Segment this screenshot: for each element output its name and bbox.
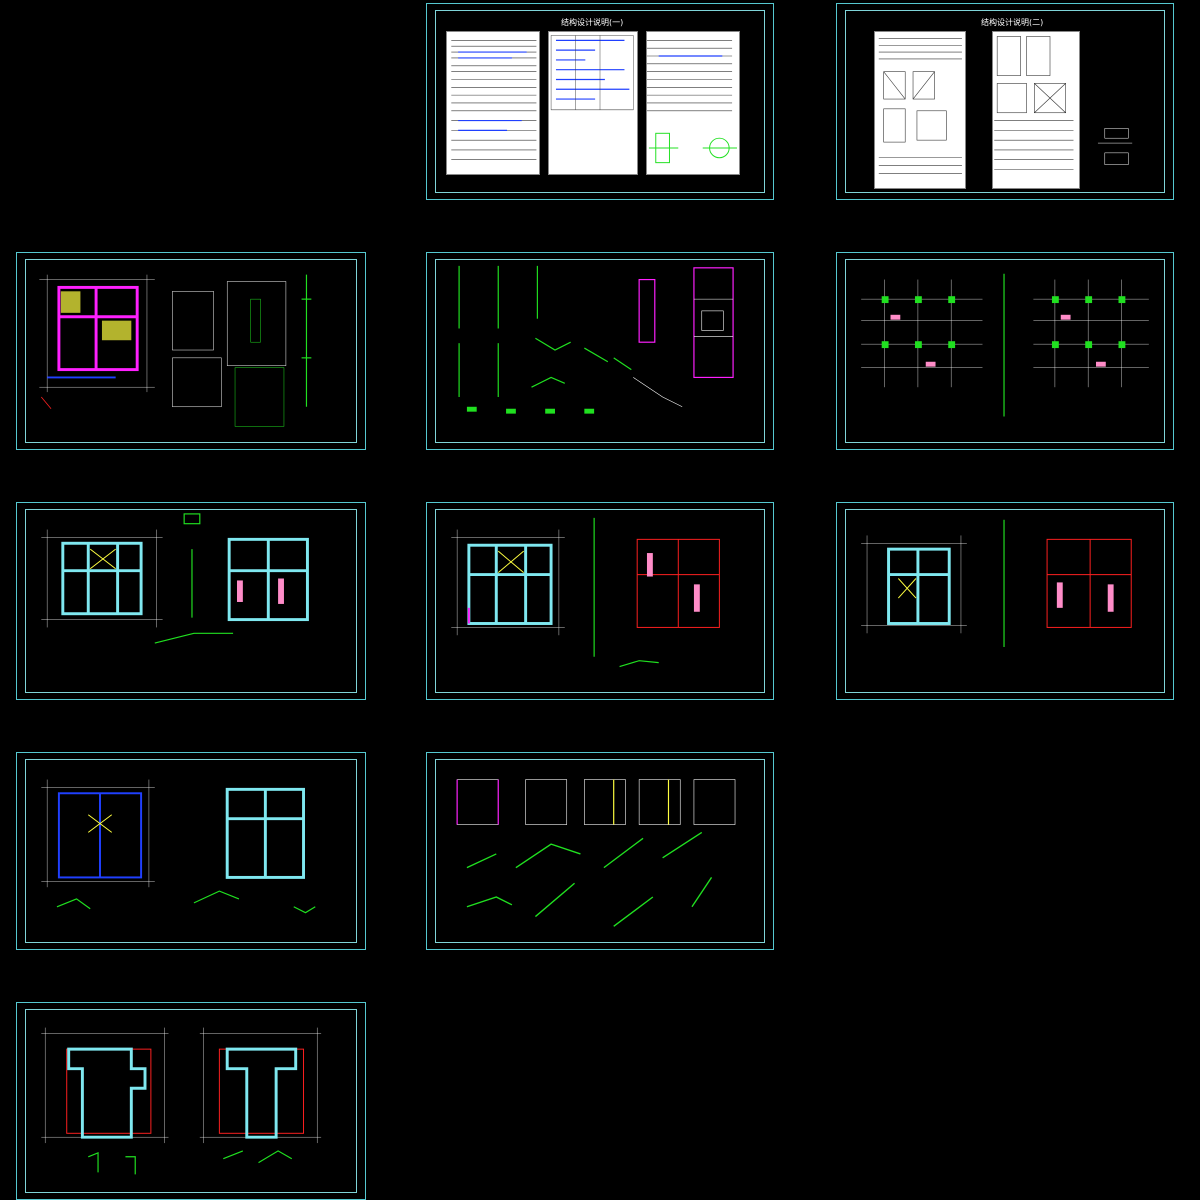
sheet-frame [25,1009,357,1193]
beams-right [636,538,720,628]
foundation-fill [60,291,132,341]
floor-drawing [41,513,309,644]
notes-column [874,31,966,189]
sheet-frame [845,259,1165,443]
sheet-title: 结构设计说明(一) [561,18,624,27]
sheet-floor-1[interactable] [16,502,366,700]
sheet-notes-1[interactable]: 结构设计说明(一) [426,3,774,200]
sheet-stairs[interactable] [426,752,774,950]
sheet-frame [435,759,765,943]
notes-column [548,31,638,175]
sheet-title: 结构设计说明(二) [981,18,1044,27]
sheet-column-layout[interactable] [836,252,1174,450]
stairs-drawing [456,779,736,927]
grid-lines [861,279,1149,388]
detail-sketches [883,36,1066,143]
sheet-floor-2[interactable] [426,502,774,700]
notes-table [550,35,634,111]
beams [61,541,143,616]
sheet-frame [435,509,765,693]
sheet-foundation[interactable] [16,252,366,450]
side-detail [1097,128,1133,165]
sheet-frame [435,259,765,443]
roof-drawing [41,779,316,914]
sheet-frame [845,509,1165,693]
beams-right [227,537,309,622]
notes-highlight [458,39,723,131]
notes-drawing [878,36,1133,174]
sheet-notes-2[interactable]: 结构设计说明(二) [836,3,1174,200]
notes-column [992,31,1080,189]
sheet-frame [25,259,357,443]
columns [881,296,1126,349]
details-drawing [458,265,734,414]
sheet-frame: 结构设计说明(二) [845,10,1165,193]
foundation-drawing [39,274,312,427]
columns-drawing [861,273,1149,417]
column-sections [458,265,632,397]
sheet-frame [25,509,357,693]
sheet-roof[interactable] [16,752,366,950]
top-drawing [41,1027,322,1175]
sheet-frame [25,759,357,943]
roof-beams [67,1047,298,1139]
footing-details [172,281,287,427]
sheet-frame: 结构设计说明(一) [435,10,765,193]
stair-sections [466,831,713,927]
column-tags [890,314,1106,367]
foundation-beams [57,285,139,372]
stair-section [638,267,734,379]
sheet-column-details[interactable] [426,252,774,450]
detail-drawing [648,132,737,164]
sheet-floor-3[interactable] [836,502,1174,700]
rebar-column [301,274,312,407]
floor-drawing [451,517,720,668]
sheet-roof-top[interactable] [16,1002,366,1200]
detail-tags [466,406,595,414]
notes-drawing [451,35,737,164]
floor-drawing [861,519,1132,647]
grid-lines [39,274,155,393]
